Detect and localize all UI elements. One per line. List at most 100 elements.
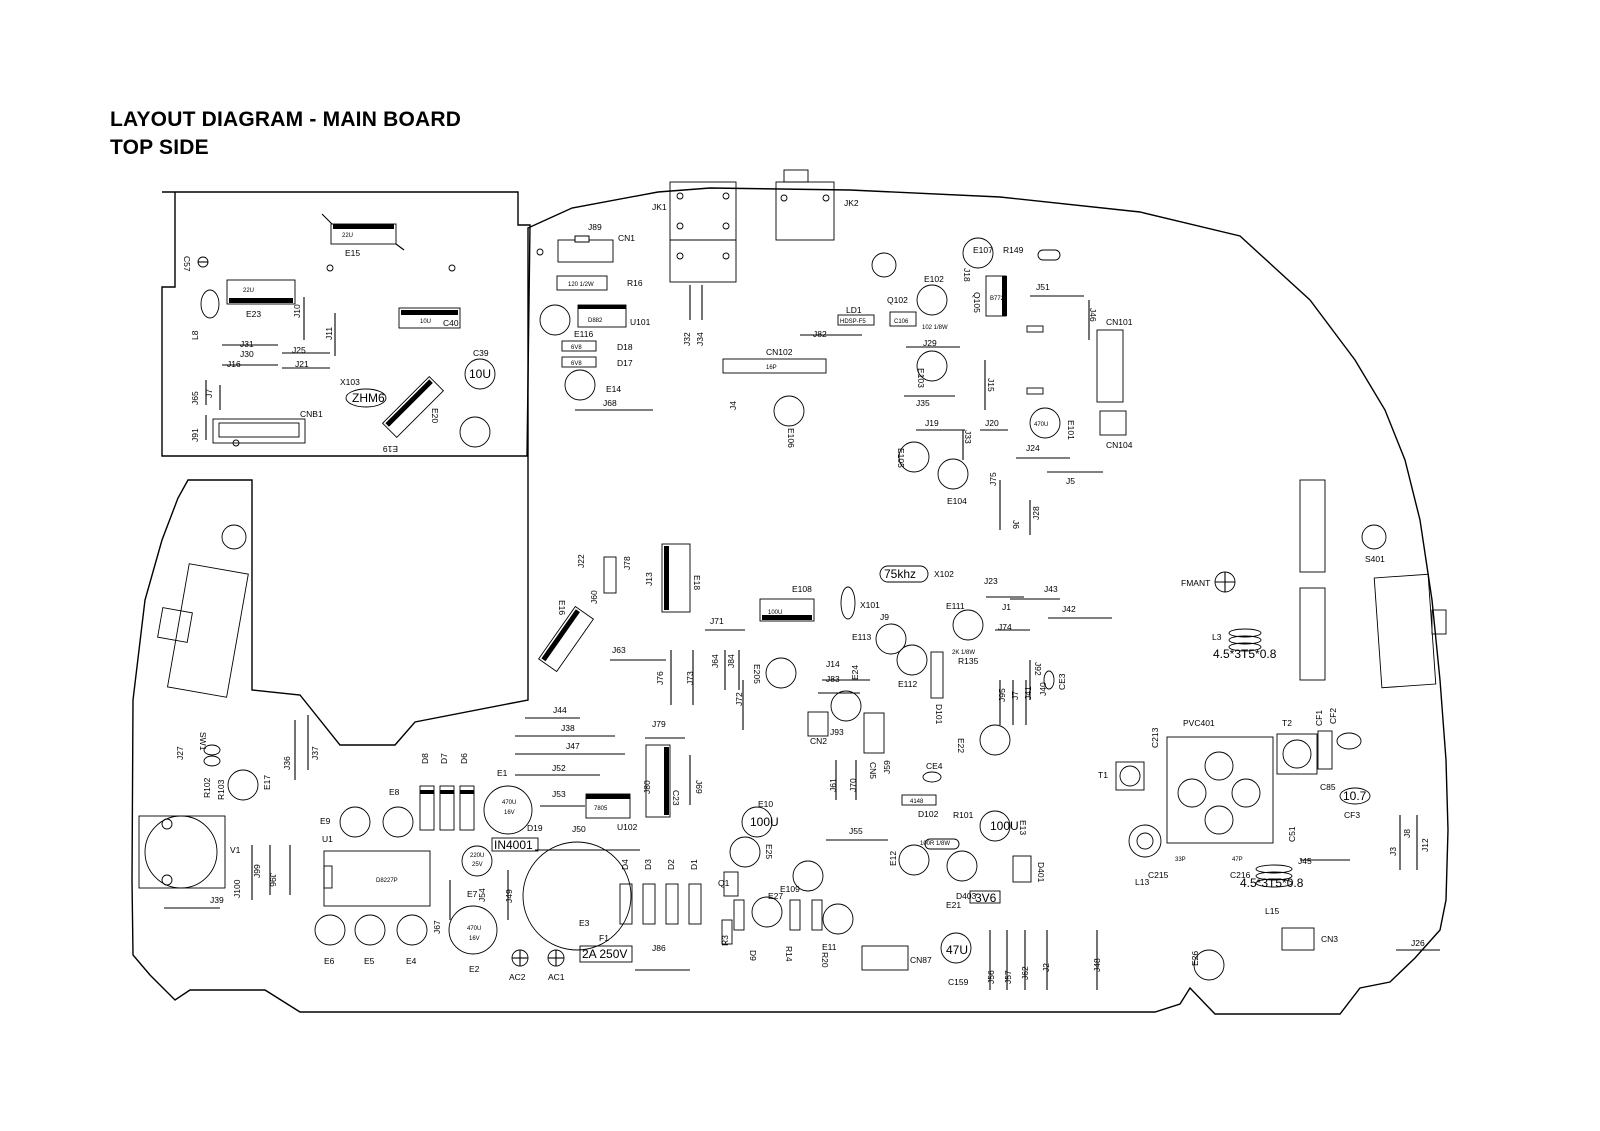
- label-e1: E1: [497, 768, 508, 778]
- label-l13: L13: [1135, 877, 1149, 887]
- jk2-jack: [775, 169, 835, 241]
- e26: [1193, 949, 1225, 981]
- r102-r103: [203, 744, 221, 767]
- label-ce4: CE4: [926, 761, 943, 771]
- e112: [896, 644, 928, 676]
- value-r110: 102 1/8W: [922, 325, 948, 331]
- label-pvc401: PVC401: [1183, 718, 1215, 728]
- label-j71: J71: [710, 616, 724, 626]
- value-d18: 6V8: [571, 345, 582, 351]
- label-f1: F1: [599, 933, 609, 943]
- label-j1: J1: [1002, 602, 1011, 612]
- t1: [1115, 761, 1145, 791]
- value-c39: 10U: [469, 367, 491, 381]
- label-q102: Q102: [887, 295, 908, 305]
- e7: [461, 845, 493, 877]
- label-j100: J100: [232, 879, 242, 898]
- label-j62: J62: [1020, 966, 1030, 980]
- value-e101: 470U: [1034, 422, 1048, 428]
- label-c39: C39: [473, 348, 489, 358]
- label-d18: D18: [617, 342, 633, 352]
- q105: [985, 275, 1007, 317]
- label-j3: J3: [1388, 847, 1398, 856]
- label-cn1: CN1: [618, 233, 635, 243]
- value-c215: 33P: [1175, 857, 1186, 863]
- d401: [1012, 855, 1032, 883]
- label-q105: Q105: [972, 292, 982, 313]
- label-j4: J4: [728, 401, 738, 410]
- value-d102: 4148: [910, 799, 924, 805]
- label-d17: D17: [617, 358, 633, 368]
- label-r135: R135: [958, 656, 979, 666]
- label-e21: E21: [946, 900, 961, 910]
- label-v1: V1: [230, 845, 241, 855]
- label-j9: J9: [880, 612, 889, 622]
- label-j18: J18: [962, 268, 972, 282]
- e205: [765, 657, 797, 689]
- label-j33: J33: [963, 430, 973, 444]
- e106: [773, 395, 805, 427]
- value-f1: 2A 250V: [582, 947, 627, 961]
- label-u102: U102: [617, 822, 638, 832]
- label-e104: E104: [947, 496, 967, 506]
- label-j67: J67: [432, 920, 442, 934]
- label-j11: J11: [324, 327, 334, 340]
- label-j10: J10: [292, 304, 302, 318]
- label-c215: C215: [1148, 870, 1169, 880]
- e15: [321, 213, 405, 251]
- cf2: [1336, 732, 1362, 750]
- e102: [916, 284, 948, 316]
- label-j64: J64: [710, 654, 720, 668]
- r16-resistor: [556, 275, 608, 291]
- label-j78: J78: [622, 556, 632, 570]
- label-e205: E205: [752, 664, 762, 684]
- label-j57: J57: [1003, 970, 1013, 984]
- label-e22: E22: [956, 738, 966, 753]
- label-j83: J83: [826, 674, 840, 684]
- main-jumpers-right: [1300, 815, 1440, 951]
- label-j56: J56: [986, 970, 996, 984]
- label-c213: C213: [1150, 727, 1160, 748]
- e20: [459, 416, 491, 448]
- q1: [723, 871, 739, 897]
- label-ce3: CE3: [1057, 673, 1067, 690]
- main-jumpers-top: [904, 300, 1103, 535]
- e12: [898, 844, 930, 876]
- e23: [226, 279, 296, 305]
- label-ld1: LD1: [846, 305, 862, 315]
- label-x102: X102: [934, 569, 954, 579]
- label-e108: E108: [792, 584, 812, 594]
- value-e23: 22U: [243, 288, 254, 294]
- label-j5: J5: [1066, 476, 1075, 486]
- page-title: LAYOUT DIAGRAM - MAIN BOARD: [110, 108, 462, 131]
- label-c40: C40: [443, 318, 459, 328]
- cf1: [1317, 730, 1333, 770]
- label-t2: T2: [1282, 718, 1292, 728]
- label-j53: J53: [552, 789, 566, 799]
- fmant-point: [1214, 571, 1236, 593]
- label-cn3: CN3: [1321, 934, 1338, 944]
- f1-fuse: [579, 945, 633, 963]
- d17: [561, 356, 597, 368]
- label-d4: D4: [620, 859, 630, 870]
- l13-coil: [1128, 824, 1162, 858]
- v1-volume: [138, 815, 226, 889]
- label-q1: Q1: [718, 878, 730, 888]
- cn1-connector: [557, 235, 614, 263]
- e2: [448, 905, 498, 955]
- value-u101: D882: [588, 318, 603, 324]
- label-e2: E2: [469, 964, 480, 974]
- label-d9: D9: [748, 950, 758, 961]
- cf3: [1339, 787, 1371, 805]
- label-j31: J31: [240, 339, 254, 349]
- label-j43: J43: [1044, 584, 1058, 594]
- label-j96: J96: [268, 873, 278, 887]
- label-j36: J36: [282, 756, 292, 770]
- e24-cap: [830, 690, 862, 722]
- e103: [916, 350, 948, 382]
- e14: [564, 369, 596, 401]
- value-e1b: 16V: [504, 810, 515, 816]
- label-r102: R102: [202, 777, 212, 798]
- mounting-hole: [871, 252, 897, 278]
- main-jumpers-low: [164, 715, 1098, 990]
